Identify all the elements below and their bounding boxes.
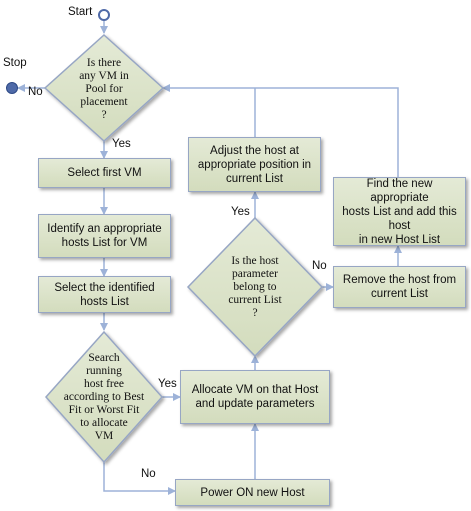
connector-find-to-loop: [162, 84, 399, 177]
decision-vm-in-pool-text: Is there any VM in Pool for placement ?: [79, 56, 129, 121]
stop-label: Stop: [3, 57, 27, 69]
decision-search-host: [44, 330, 164, 464]
process-select-first-vm: Select first VM: [38, 158, 171, 188]
process-remove-host: Remove the host from current List: [333, 266, 466, 308]
edge-label-yes-adjust: Yes: [231, 206, 250, 218]
decision-host-parameter-text: Is the host parameter belong to current …: [228, 254, 282, 319]
edge-label-no-remove: No: [312, 260, 327, 272]
edge-label-no-stop: No: [28, 86, 43, 98]
stop-terminal: [6, 82, 18, 94]
connector-search-to-power-on: [103, 462, 176, 495]
start-label: Start: [68, 6, 93, 18]
process-allocate-vm: Allocate VM on that Host and update para…: [180, 370, 330, 424]
edge-label-yes-select: Yes: [112, 138, 131, 150]
process-select-hosts-list: Select the identified hosts List: [38, 276, 171, 313]
process-identify-hosts-list: Identify an appropriate hosts List for V…: [38, 214, 171, 258]
start-terminal: [98, 9, 110, 21]
edge-label-yes-allocate: Yes: [158, 378, 177, 390]
connectors: [17, 21, 402, 495]
decision-vm-in-pool: [43, 33, 165, 143]
edge-label-no-power: No: [141, 468, 156, 480]
decision-search-host-text: Search running host free according to Be…: [63, 351, 145, 442]
process-adjust-host: Adjust the host at appropriate position …: [188, 137, 321, 192]
process-power-on-host: Power ON new Host: [175, 479, 330, 506]
decision-host-parameter: [186, 216, 324, 358]
process-find-new-list: Find the new appropriate hosts List and …: [333, 177, 466, 246]
